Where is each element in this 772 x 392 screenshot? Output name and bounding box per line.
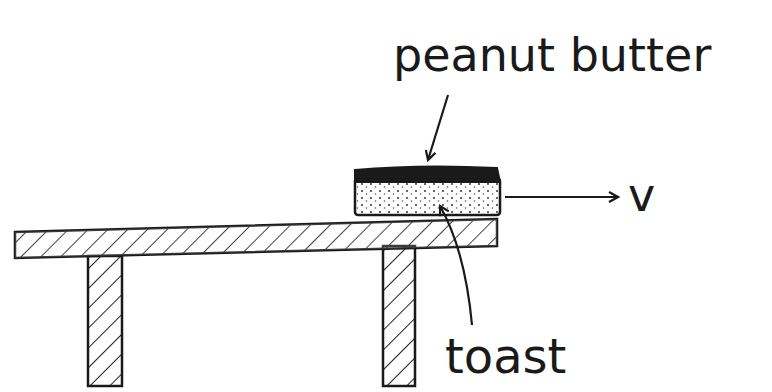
leader-line — [428, 95, 448, 160]
table-top — [15, 219, 497, 258]
part-label: peanut butter — [393, 32, 711, 78]
peanut-butter-layer — [355, 166, 500, 182]
toast-slice — [355, 178, 500, 215]
velocity-arrow — [505, 196, 618, 198]
leader-line — [440, 206, 472, 325]
table-leg — [383, 246, 415, 386]
table-leg — [88, 256, 122, 386]
part-label: toast — [445, 332, 566, 380]
velocity-symbol: v — [628, 172, 655, 218]
